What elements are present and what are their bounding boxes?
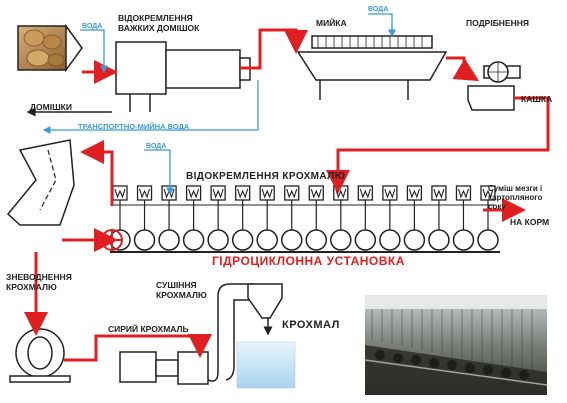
label-water-2: ВОДА: [368, 6, 389, 13]
hydrocyclone-unit: [305, 185, 328, 251]
label-dewatering: ЗНЕВОДНЕННЯ КРОХМАЛЮ: [6, 272, 72, 292]
label-pulp-juice-mix: Суміш мезги і картопляного соку: [488, 184, 543, 211]
label-drying: СУШІННЯ КРОХМАЛЮ: [156, 280, 207, 300]
hydrocyclone-unit: [182, 185, 205, 251]
hydrocyclone-unit: [354, 185, 377, 251]
label-starch-separation: ВІДОКРЕМЛЕННЯ КРОХМАЛЮ: [186, 171, 346, 182]
hydrocyclone-unit: [330, 185, 352, 251]
hydrocyclone-unit: [280, 185, 303, 251]
hydrocyclone-unit: [477, 185, 499, 251]
potato-hopper: [17, 23, 83, 73]
hydrocyclone-unit: [428, 185, 450, 251]
hydrocyclone-unit: [379, 185, 401, 251]
label-starch: КРОХМАЛ: [282, 319, 340, 331]
label-raw-starch: СИРИЙ КРОХМАЛЬ: [108, 324, 189, 334]
dewatering-centrifuge: [9, 328, 71, 383]
label-hydrocyclone: ГІДРОЦИКЛОННА УСТАНОВКА: [212, 254, 405, 268]
hydrocyclone-unit: [256, 185, 278, 251]
hydrocyclone-units: [109, 185, 499, 251]
grinder: [467, 61, 521, 111]
water-flow: [42, 13, 396, 196]
product-flow: [24, 28, 550, 362]
label-transport-water: ТРАНСПОРТНО-МИЙНА ВОДА: [78, 122, 190, 131]
label-to-feed: НА КОРМ: [510, 217, 550, 227]
label-separation-heavy: ВІДОКРЕМЛЕННЯ ВАЖКИХ ДОМІШОК: [118, 13, 200, 33]
factory-photo: [364, 295, 548, 395]
flow-junction: [101, 229, 123, 251]
discharge-arrows: [26, 107, 273, 336]
hydrocyclone-unit: [133, 185, 156, 251]
hydrocyclone-unit: [207, 185, 229, 251]
label-water-3: ВОДА: [146, 143, 167, 150]
heavy-impurity-separator: [115, 41, 251, 112]
washer: [296, 35, 448, 100]
label-washing: МИЙКА: [316, 18, 347, 28]
hydrocyclone-unit: [231, 185, 254, 251]
starch-output-box: [236, 341, 296, 389]
label-pulp: КАШКА: [521, 94, 553, 104]
label-impurities: ДОМІШКИ: [30, 102, 72, 112]
label-grinding: ПОДРІБНЕННЯ: [466, 18, 529, 28]
cyclone-chute: [6, 139, 75, 226]
label-water-1: ВОДА: [82, 23, 103, 30]
hydrocyclone-unit: [158, 185, 180, 251]
hydrocyclone-unit: [452, 185, 475, 251]
hydrocyclone-unit: [403, 185, 426, 251]
